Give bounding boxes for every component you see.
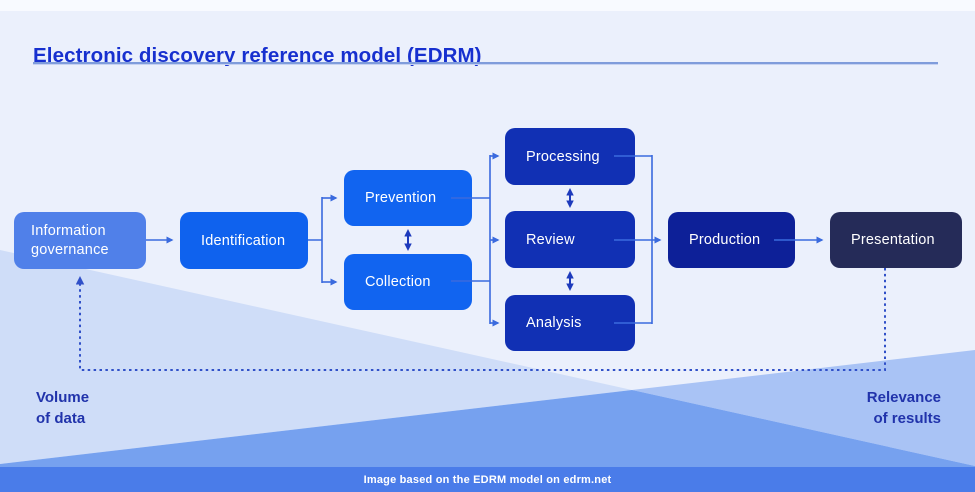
footer-bar: Image based on the EDRM model on edrm.ne… [0,467,975,492]
axis-volume-line2: of data [36,410,86,427]
title-divider [33,62,938,65]
volume-wedge [0,250,632,464]
node-label: Presentation [851,232,935,248]
node-label: Production [689,232,761,248]
node-analysis: Analysis [505,295,635,351]
diagram-title: Electronic discovery reference model (ED… [33,43,482,67]
node-review: Review [505,211,635,268]
node-label: Analysis [526,315,582,331]
node-collection: Collection [344,254,472,310]
feedback-dotted-arrow [75,268,886,371]
axis-label-relevance: Relevance of results [867,387,941,429]
node-information-governance: Information governance [14,212,146,269]
node-label: Processing [526,148,600,165]
node-label: Prevention [365,190,437,206]
node-processing: Processing [505,128,635,185]
axis-relevance-line1: Relevance [866,389,941,406]
axis-relevance-line2: of results [873,410,941,427]
node-presentation: Presentation [830,212,962,268]
node-label: Review [526,231,575,248]
top-strip [0,0,975,11]
node-identification: Identification [180,212,308,269]
node-prevention: Prevention [344,170,472,226]
node-label: Collection [365,274,431,290]
node-label: Information governance [31,222,109,258]
split-identification [308,197,323,283]
node-label: Identification [201,232,286,249]
node-production: Production [668,212,795,268]
footer-credit: Image based on the EDRM model on edrm.ne… [363,473,612,486]
axis-volume-line1: Volume [36,389,90,406]
axis-label-volume: Volume of data [36,387,89,429]
